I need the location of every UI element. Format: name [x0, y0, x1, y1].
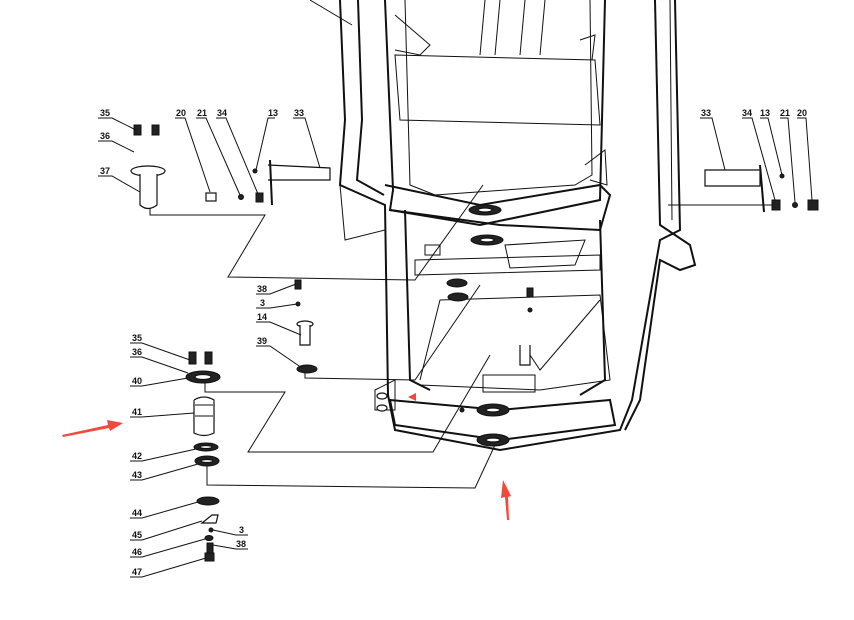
callout-46: 46	[132, 547, 142, 557]
callout-42: 42	[132, 451, 142, 461]
middle-pin-assembly	[294, 279, 534, 374]
callout-36: 36	[100, 131, 110, 141]
left-pin-assembly	[130, 124, 331, 210]
arrow-up-icon	[501, 480, 511, 520]
callout-13: 13	[268, 108, 278, 118]
callout-20: 20	[176, 108, 186, 118]
callout-35: 35	[100, 108, 110, 118]
callout-45: 45	[132, 530, 142, 540]
callout-13: 13	[760, 108, 770, 118]
callout-33: 33	[294, 108, 304, 118]
callout-33: 33	[701, 108, 711, 118]
callout-36: 36	[132, 347, 142, 357]
callout-leaders	[98, 117, 813, 578]
callout-43: 43	[132, 470, 142, 480]
callout-labels: 35 36 37 20 21 34 13 33 33 34 13 21 20 3…	[100, 108, 807, 577]
callout-21: 21	[197, 108, 207, 118]
callout-47: 47	[132, 567, 142, 577]
callout-20: 20	[797, 108, 807, 118]
callout-21: 21	[780, 108, 790, 118]
callout-14: 14	[257, 312, 267, 322]
callout-41: 41	[132, 407, 142, 417]
callout-34: 34	[217, 108, 227, 118]
highlight-arrows	[62, 420, 511, 520]
callout-3: 3	[239, 525, 244, 535]
callout-38: 38	[257, 284, 267, 294]
right-pin-assembly	[704, 164, 819, 213]
callout-3: 3	[260, 298, 265, 308]
callout-35: 35	[132, 333, 142, 343]
callout-44: 44	[132, 508, 142, 518]
callout-39: 39	[257, 336, 267, 346]
callout-37: 37	[100, 166, 110, 176]
callout-40: 40	[132, 376, 142, 386]
lower-pin-assembly	[185, 351, 221, 562]
loader-frame	[309, 0, 697, 452]
callout-38: 38	[236, 539, 246, 549]
callout-34: 34	[742, 108, 752, 118]
arrow-left-icon	[62, 420, 123, 437]
